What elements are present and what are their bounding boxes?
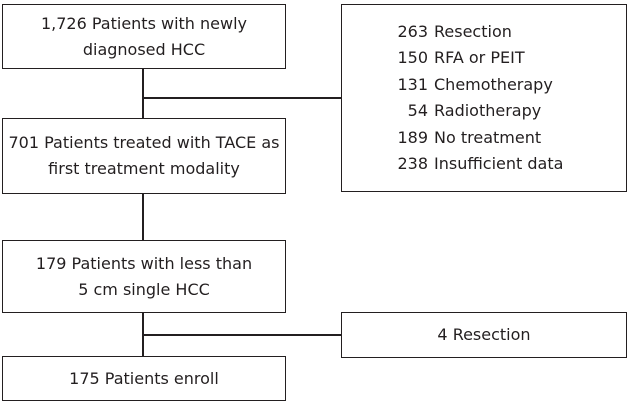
box-exclusions-first: 263 Resection 150 RFA or PEIT 131 Chemot… (341, 4, 627, 192)
box-exclusions-second: 4 Resection (341, 312, 627, 358)
exclusion-label: RFA or PEIT (434, 48, 525, 67)
exclusion-row: 263 Resection (395, 19, 626, 46)
exclusion-label: Resection (434, 21, 512, 41)
exclusion-row: 150 RFA or PEIT (395, 45, 626, 72)
box-diagnosed-line-1: 1,726 Patients with newly (40, 13, 248, 33)
exclusion-label: Insufficient data (434, 154, 564, 173)
exclusion-label: Chemotherapy (434, 74, 553, 94)
exclusion-label: Radiotherapy (434, 101, 542, 120)
exclusion-count: 263 (397, 21, 428, 41)
exclusion-count: 238 (397, 154, 428, 173)
box-single-hcc-line-2: 5 cm single HCC (78, 279, 210, 299)
exclusion-resection-text: 4 Resection (437, 325, 531, 344)
exclusion-label: No treatment (434, 127, 542, 147)
box-single-hcc-patients: 179 Patients with less than 5 cm single … (2, 240, 286, 313)
connector-to-exclusion-box-2 (142, 334, 342, 336)
exclusion-row: 131 Chemotherapy (395, 72, 626, 99)
connector-tace-to-single-hcc (142, 193, 144, 240)
exclusion-count: 54 (407, 101, 428, 120)
exclusion-count: 189 (397, 127, 428, 147)
connector-to-exclusion-box-1 (142, 97, 342, 99)
box-tace-line-2: first treatment modality (48, 159, 240, 178)
box-tace-patients: 701 Patients treated with TACE as first … (2, 118, 286, 194)
box-diagnosed-patients: 1,726 Patients with newly diagnosed HCC (2, 4, 286, 69)
exclusion-count: 150 (397, 48, 428, 67)
box-single-hcc-line-1: 179 Patients with less than (35, 253, 253, 273)
exclusion-row: 54 Radiotherapy (395, 98, 626, 125)
connector-diagnosed-to-tace (142, 68, 144, 118)
exclusion-row: 238 Insufficient data (395, 151, 626, 178)
box-tace-line-1: 701 Patients treated with TACE as (8, 133, 280, 152)
box-enroll-line-1: 175 Patients enroll (69, 368, 219, 388)
box-enrolled-patients: 175 Patients enroll (2, 356, 286, 401)
exclusion-row: 189 No treatment (395, 125, 626, 152)
box-diagnosed-line-2: diagnosed HCC (82, 39, 206, 59)
exclusion-count: 131 (397, 74, 428, 94)
